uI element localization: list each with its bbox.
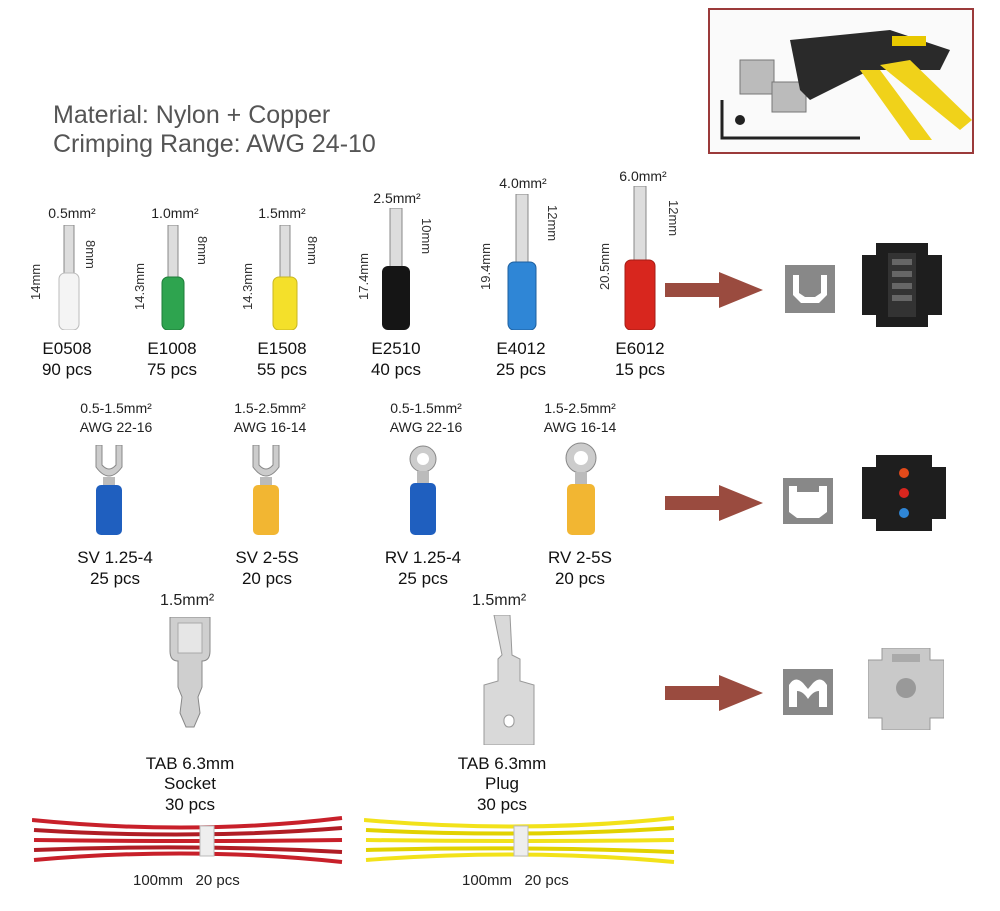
terminal-qty: 25 pcs [397, 569, 449, 588]
ferrule-code: E0508 [42, 339, 92, 358]
cropped-top-banner [0, 0, 1000, 10]
insulated-die-icon [862, 455, 946, 531]
red-ties-label: 100mm 20 pcs [133, 872, 240, 889]
ferrule-e1008-illustration [161, 224, 185, 331]
ferrule-total-length: 19.4mm [478, 243, 493, 290]
ferrule-pin-length: 12mm [666, 200, 681, 237]
ferrule-e4012-illustration [507, 193, 537, 331]
non-insulated-profile-icon [783, 669, 833, 715]
insulated-profile-icon [783, 478, 833, 524]
ferrule-code: E1008 [147, 339, 197, 358]
terminal-awg: AWG 16-14 [543, 419, 617, 435]
ferrule-code: E1508 [257, 339, 307, 358]
terminal-code: SV 1.25-4 [77, 548, 153, 567]
tab-socket-size: 1.5mm² [160, 592, 215, 609]
terminal-range: 0.5-1.5mm² [390, 400, 462, 416]
ferrule-total-length: 20.5mm [597, 243, 612, 290]
fork-terminal-yellow-illustration [252, 445, 280, 535]
cable-ties-red-illustration [32, 816, 343, 864]
cable-ties-yellow-illustration [364, 816, 675, 864]
ferrule-e1508-illustration [272, 224, 298, 331]
non-insulated-die-icon [868, 648, 944, 730]
tab-socket-line1: TAB 6.3mm [145, 754, 235, 773]
ferrule-total-length: 17.4mm [356, 253, 371, 300]
ferrule-size: 1.5mm² [258, 205, 306, 221]
ring-terminal-blue-illustration [409, 445, 437, 535]
terminal-range: 0.5-1.5mm² [80, 400, 152, 416]
ferrule-size: 2.5mm² [373, 190, 421, 206]
terminal-awg: AWG 22-16 [79, 419, 153, 435]
material-text: Material: Nylon + Copper [53, 101, 331, 129]
yellow-ties-label: 100mm 20 pcs [462, 872, 569, 889]
terminal-awg: AWG 16-14 [233, 419, 307, 435]
ring-terminal-yellow-illustration [565, 442, 597, 535]
ferrule-size: 4.0mm² [499, 175, 547, 191]
tab-plug-line1: TAB 6.3mm [457, 754, 547, 773]
terminal-range: 1.5-2.5mm² [234, 400, 306, 416]
ferrule-qty: 40 pcs [370, 360, 422, 379]
ferrule-die-icon [862, 243, 942, 327]
terminal-qty: 25 pcs [89, 569, 141, 588]
ferrule-qty: 75 pcs [146, 360, 198, 379]
ferrule-pin-length: 12mm [545, 205, 560, 242]
terminal-code: RV 1.25-4 [384, 548, 462, 567]
tab-plug-size: 1.5mm² [472, 592, 527, 609]
terminal-code: SV 2-5S [235, 548, 299, 567]
ferrule-pin-length: 10mm [419, 218, 434, 255]
terminal-code: RV 2-5S [548, 548, 612, 567]
arrow-right-icon [665, 485, 763, 521]
tab-plug-illustration [483, 615, 535, 745]
ferrule-size: 1.0mm² [151, 205, 199, 221]
terminal-qty: 20 pcs [554, 569, 606, 588]
crimper-tool-photo [708, 8, 974, 154]
terminal-qty: 20 pcs [241, 569, 293, 588]
ferrule-size: 0.5mm² [48, 205, 96, 221]
tab-plug-line2: Plug [484, 774, 520, 793]
ferrule-qty: 55 pcs [256, 360, 308, 379]
ferrule-pin-length: 8mm [305, 236, 320, 265]
ferrule-profile-icon [785, 265, 835, 313]
ferrule-total-length: 14.3mm [132, 263, 147, 310]
ferrule-total-length: 14.3mm [240, 263, 255, 310]
ferrule-code: E6012 [615, 339, 665, 358]
ferrule-pin-length: 8mm [195, 236, 210, 265]
ferrule-total-length: 14mm [28, 263, 43, 300]
arrow-right-icon [665, 272, 763, 308]
ferrule-qty: 90 pcs [41, 360, 93, 379]
terminal-awg: AWG 22-16 [389, 419, 463, 435]
ferrule-qty: 25 pcs [495, 360, 547, 379]
tab-socket-qty: 30 pcs [164, 795, 216, 814]
arrow-right-icon [665, 675, 763, 711]
ferrule-e2510-illustration [381, 207, 411, 330]
tab-socket-line2: Socket [164, 774, 216, 793]
ferrule-qty: 15 pcs [614, 360, 666, 379]
ferrule-size: 6.0mm² [619, 168, 667, 184]
ferrule-pin-length: 8mm [83, 240, 98, 269]
tab-plug-qty: 30 pcs [476, 795, 528, 814]
ferrule-e0508-illustration [58, 224, 80, 331]
terminal-range: 1.5-2.5mm² [544, 400, 616, 416]
ferrule-code: E2510 [371, 339, 421, 358]
tab-socket-illustration [169, 617, 211, 728]
ferrule-e6012-illustration [624, 185, 656, 331]
crimping-range-text: Crimping Range: AWG 24-10 [53, 130, 376, 158]
fork-terminal-blue-illustration [95, 445, 123, 535]
ferrule-code: E4012 [496, 339, 546, 358]
